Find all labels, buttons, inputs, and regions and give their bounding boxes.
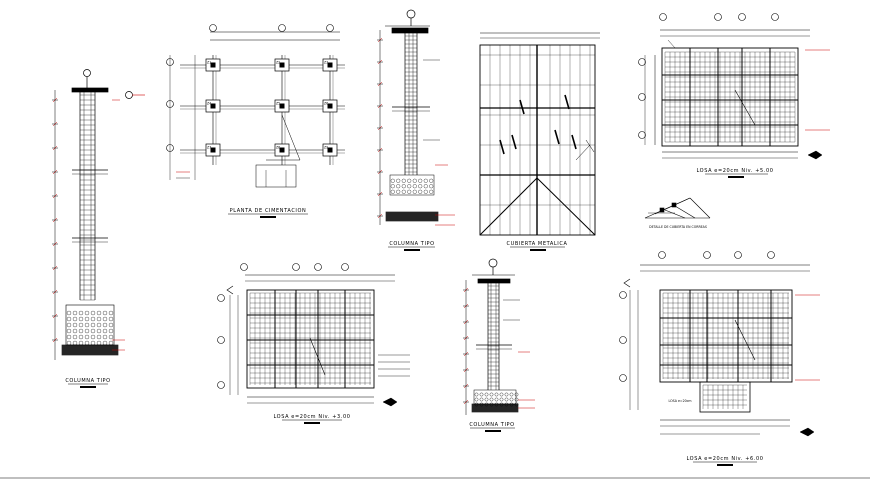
footing-label: Z5: [276, 102, 280, 106]
grid-bubble: [638, 131, 646, 139]
roof-detail: [644, 197, 711, 219]
grid-bubble: [658, 251, 666, 259]
grid-bubble: [638, 58, 646, 66]
grid-bubble: [240, 263, 248, 271]
slab-plan-top-right: [638, 13, 830, 160]
label-losa-br: LOSA e=20cm: [669, 399, 692, 403]
grid-bubble: [767, 251, 775, 259]
grid-bubble: [326, 24, 334, 32]
grid-bubble: [217, 336, 225, 344]
footing-label: Z2: [276, 61, 280, 65]
grid-bubble: [488, 258, 498, 268]
footing-label: Z6: [324, 102, 328, 106]
grid-bubble: [217, 294, 225, 302]
title-detalle-cubierta: DETALLE DE CUBIERTA EN CORREAS: [649, 225, 707, 229]
grid-bubble: [714, 13, 722, 21]
grid-bubble: [292, 263, 300, 271]
grid-bubble: [659, 13, 667, 21]
grid-bubble: [83, 69, 91, 77]
slab-plan-bottom-right: [619, 251, 820, 437]
grid-bubble: [619, 291, 627, 299]
footing-label: Z4: [207, 102, 211, 106]
foundation-plan: [166, 24, 345, 188]
grid-bubble: [734, 251, 742, 259]
grid-bubble: [217, 381, 225, 389]
grid-bubble: [771, 13, 779, 21]
grid-bubble: [619, 336, 627, 344]
footing-label: Z7: [207, 146, 211, 150]
grid-bubble: [738, 13, 746, 21]
grid-bubble: [341, 263, 349, 271]
title-columna-tipo-left: COLUMNA TIPO: [65, 378, 110, 384]
footing-label: Z8: [276, 146, 280, 150]
footing-hatch: [66, 310, 114, 346]
title-losa-bottom-right: LOSA e=20cm Niv. +6.00: [686, 456, 763, 462]
slab-plan-bottom-left: [217, 263, 410, 407]
title-planta-cimentacion: PLANTA DE CIMENTACION: [230, 208, 307, 214]
grid-bubble: [638, 93, 646, 101]
grid-bubble: [619, 374, 627, 382]
column-elevation-bottom: [463, 258, 535, 415]
title-columna-tipo-top: COLUMNA TIPO: [389, 241, 434, 247]
grid-bubble: [314, 263, 322, 271]
grid-bubble: [703, 251, 711, 259]
dimension-ticks: [52, 97, 58, 343]
metal-roof-plan: [479, 32, 600, 236]
title-columna-tipo-bottom: COLUMNA TIPO: [469, 422, 514, 428]
stirrups: [80, 94, 95, 301]
grid-bubble: [209, 24, 217, 32]
column-elevation-top: [377, 9, 455, 226]
footing-label: Z3: [324, 61, 328, 65]
grid-bubble: [406, 9, 416, 19]
footing-label: Z1: [207, 61, 211, 65]
title-cubierta-metalica: CUBIERTA METALICA: [507, 241, 568, 247]
grid-bubble: [125, 91, 133, 99]
grid-bubble: [278, 24, 286, 32]
title-losa-top-right: LOSA e=20cm Niv. +5.00: [696, 168, 773, 174]
footing-label: Z9: [324, 146, 328, 150]
column-elevation-left: [52, 69, 145, 360]
title-losa-bottom-left: LOSA e=20cm Niv. +3.00: [273, 414, 350, 420]
